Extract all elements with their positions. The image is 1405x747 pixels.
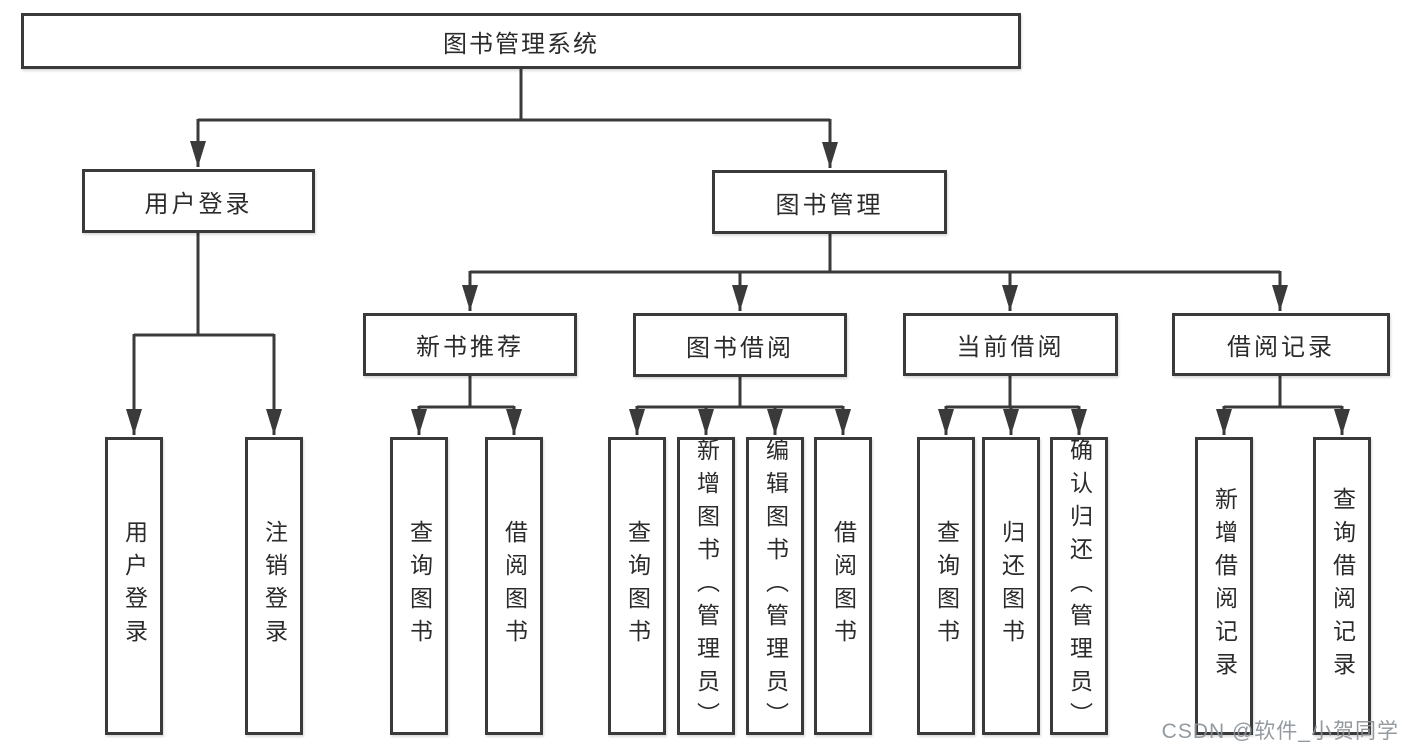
node-label: 借阅记录 (1227, 334, 1335, 361)
leaf-label: 新增借阅记录 (1211, 487, 1238, 685)
node-borrow-records: 借阅记录 (1172, 313, 1390, 376)
leaf-confirm-return-admin: 确认归还（管理员） (1050, 437, 1108, 735)
connector-new-book-to-leaves (411, 376, 522, 435)
leaf-query-books-current: 查询图书 (917, 437, 975, 735)
csdn-watermark: CSDN @软件_小贺同学 (1161, 720, 1399, 743)
leaf-label: 查询图书 (624, 520, 651, 652)
leaf-query-books-borrow: 查询图书 (608, 437, 666, 735)
leaf-label: 新增图书（管理员） (693, 437, 720, 735)
leaf-label: 用户登录 (121, 520, 148, 652)
node-label: 当前借阅 (956, 334, 1065, 361)
leaf-edit-book-admin: 编辑图书（管理员） (746, 437, 804, 735)
connector-root-to-level2 (190, 69, 838, 168)
node-label: 用户登录 (144, 190, 253, 218)
leaf-add-book-admin: 新增图书（管理员） (677, 437, 735, 735)
node-label: 图书管理系统 (443, 30, 599, 58)
connector-user-login-to-leaves (126, 233, 282, 435)
leaf-label: 查询图书 (406, 520, 433, 652)
connector-book-mgmt-to-level3 (462, 234, 1288, 311)
leaf-query-borrow-record: 查询借阅记录 (1313, 437, 1371, 735)
leaf-add-borrow-record: 新增借阅记录 (1195, 437, 1253, 735)
connector-borrow-record-to-leaves (1216, 376, 1350, 435)
leaf-return-books: 归还图书 (982, 437, 1040, 735)
leaf-label: 注销登录 (261, 520, 288, 652)
leaf-user-login: 用户登录 (105, 437, 163, 735)
node-current-borrowing: 当前借阅 (903, 313, 1118, 376)
connector-current-borrow-to-leaves (938, 376, 1087, 435)
connector-book-borrow-to-leaves (629, 376, 851, 435)
leaf-label: 归还图书 (998, 520, 1025, 652)
leaf-label: 查询图书 (933, 520, 960, 652)
leaf-label: 编辑图书（管理员） (762, 437, 789, 735)
node-user-login: 用户登录 (82, 169, 315, 233)
leaf-label: 借阅图书 (830, 520, 857, 652)
leaf-query-books-newbook: 查询图书 (390, 437, 448, 735)
node-label: 图书借阅 (686, 334, 794, 362)
leaf-logout: 注销登录 (245, 437, 303, 735)
leaf-borrow-books: 借阅图书 (814, 437, 872, 735)
leaf-label: 确认归还（管理员） (1066, 437, 1093, 735)
node-label: 新书推荐 (416, 334, 524, 361)
node-root-system: 图书管理系统 (21, 13, 1021, 69)
node-label: 图书管理 (775, 191, 884, 219)
leaf-label: 查询借阅记录 (1329, 487, 1356, 685)
node-book-management: 图书管理 (712, 170, 947, 234)
leaf-label: 借阅图书 (501, 520, 528, 652)
node-new-book-recommend: 新书推荐 (363, 313, 577, 376)
leaf-borrow-books-newbook: 借阅图书 (485, 437, 543, 735)
node-book-borrowing: 图书借阅 (633, 313, 847, 377)
